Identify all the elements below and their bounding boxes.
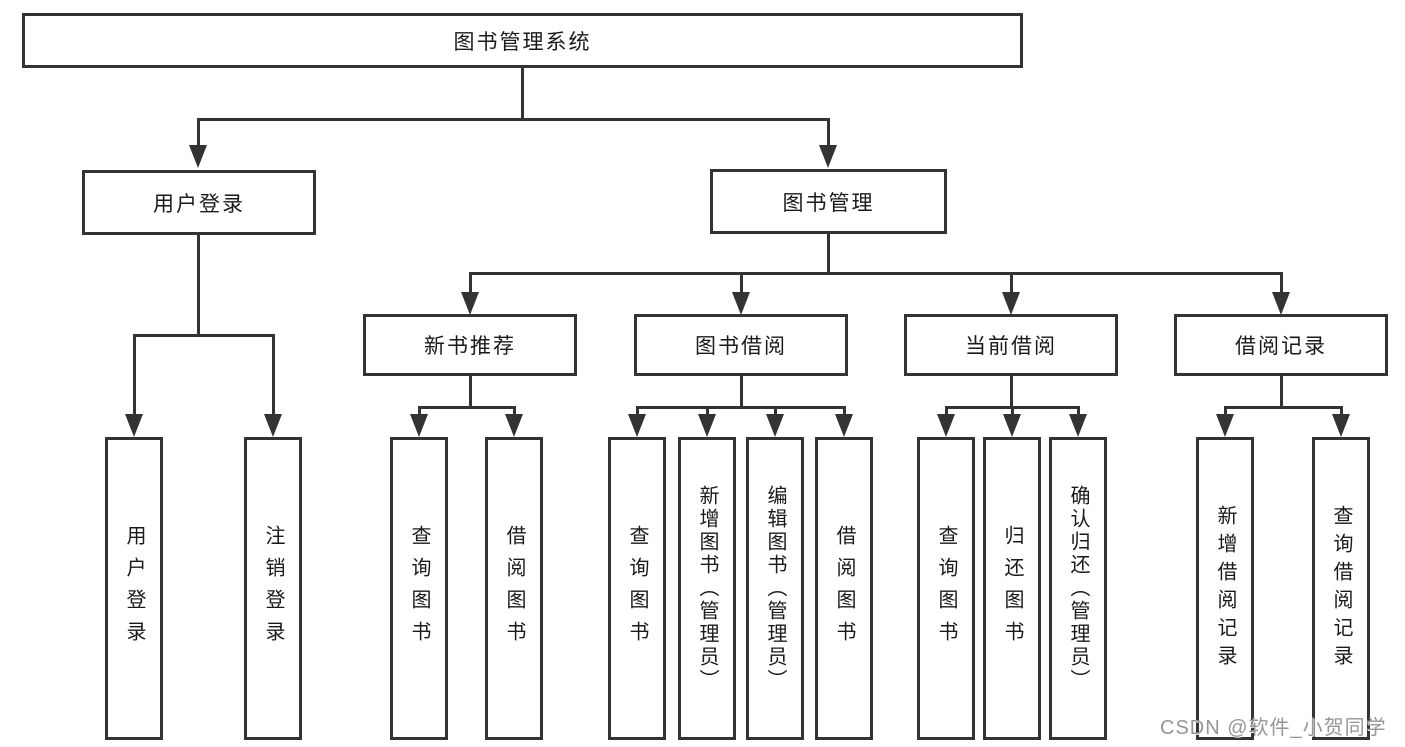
arrow-down [1069, 406, 1087, 437]
leaf-user-login-label: 用户登录 [123, 524, 145, 653]
arrow-down [1216, 406, 1234, 437]
leaf-borrow-books-recommend-label: 借阅图书 [503, 524, 525, 653]
leaf-query-books-current-label: 查询图书 [935, 524, 957, 653]
arrow-down [1332, 406, 1350, 437]
arrow-down [698, 406, 716, 437]
node-new-book-recommend-label: 新书推荐 [424, 335, 516, 358]
node-book-borrowing-label: 图书借阅 [695, 335, 787, 358]
connector-borrowing-records-vline [1279, 376, 1283, 408]
leaf-borrow-books-recommend: 借阅图书 [485, 437, 543, 740]
node-book-management: 图书管理 [710, 169, 947, 234]
leaf-add-borrow-record: 新增借阅记录 [1196, 437, 1254, 740]
arrow-down [937, 406, 955, 437]
arrow-down [819, 118, 837, 168]
arrow-down [835, 406, 853, 437]
leaf-edit-books-admin-label: 编辑图书（管理员） [764, 485, 786, 692]
leaf-query-books-borrowing: 查询图书 [608, 437, 666, 740]
arrow-down [264, 334, 282, 437]
node-book-borrowing: 图书借阅 [634, 314, 848, 376]
leaf-query-books-recommend: 查询图书 [390, 437, 448, 740]
leaf-add-books-admin: 新增图书（管理员） [678, 437, 736, 740]
arrow-down [1272, 272, 1290, 315]
connector-book-management-vline [826, 234, 830, 274]
node-current-borrowing: 当前借阅 [904, 314, 1118, 376]
connector-user-login-vline [196, 235, 200, 336]
arrow-down [189, 118, 207, 168]
connector-current-borrowing-vline [1009, 376, 1013, 408]
leaf-confirm-return-admin-label: 确认归还（管理员） [1067, 485, 1089, 692]
arrow-down [505, 406, 523, 437]
connector-root-hline [197, 118, 830, 121]
leaf-edit-books-admin: 编辑图书（管理员） [746, 437, 804, 740]
leaf-confirm-return-admin: 确认归还（管理员） [1049, 437, 1107, 740]
node-borrowing-records: 借阅记录 [1174, 314, 1388, 376]
connector-user-login-hline [132, 334, 275, 337]
node-book-management-label: 图书管理 [782, 191, 875, 215]
node-root-label: 图书管理系统 [453, 30, 592, 54]
arrow-down [628, 406, 646, 437]
leaf-user-login: 用户登录 [105, 437, 163, 740]
arrow-down [410, 406, 428, 437]
arrow-down [125, 334, 143, 437]
arrow-down [766, 406, 784, 437]
arrow-down [1002, 272, 1020, 315]
connector-borrowing-records-hline [1223, 406, 1343, 409]
connector-book-borrowing-hline [635, 406, 846, 409]
arrow-down [732, 272, 750, 315]
leaf-add-borrow-record-label: 新增借阅记录 [1214, 504, 1236, 673]
leaf-query-books-recommend-label: 查询图书 [408, 524, 430, 653]
node-current-borrowing-label: 当前借阅 [965, 335, 1057, 358]
connector-book-management-hline [468, 272, 1283, 275]
leaf-return-books-label: 归还图书 [1001, 524, 1023, 653]
connector-book-borrowing-vline [739, 376, 743, 408]
leaf-add-books-admin-label: 新增图书（管理员） [696, 485, 718, 692]
leaf-logout: 注销登录 [244, 437, 302, 740]
arrow-down [1003, 406, 1021, 437]
node-new-book-recommend: 新书推荐 [363, 314, 577, 376]
leaf-borrow-books-label: 借阅图书 [833, 524, 855, 653]
node-root: 图书管理系统 [22, 13, 1023, 68]
leaf-query-books-current: 查询图书 [917, 437, 975, 740]
node-user-login: 用户登录 [82, 170, 316, 235]
leaf-query-borrow-record-label: 查询借阅记录 [1330, 504, 1352, 673]
leaf-return-books: 归还图书 [983, 437, 1041, 740]
leaf-query-books-borrowing-label: 查询图书 [626, 524, 648, 653]
connector-new-book-recommend-hline [417, 406, 516, 409]
leaf-query-borrow-record: 查询借阅记录 [1312, 437, 1370, 740]
leaf-borrow-books: 借阅图书 [815, 437, 873, 740]
connector-root-vline [521, 68, 524, 121]
connector-new-book-recommend-vline [468, 376, 472, 408]
node-user-login-label: 用户登录 [153, 192, 245, 216]
node-borrowing-records-label: 借阅记录 [1235, 335, 1327, 358]
arrow-down [461, 272, 479, 315]
csdn-watermark: CSDN @软件_小贺同学 [1160, 717, 1387, 739]
leaf-logout-label: 注销登录 [262, 524, 284, 653]
